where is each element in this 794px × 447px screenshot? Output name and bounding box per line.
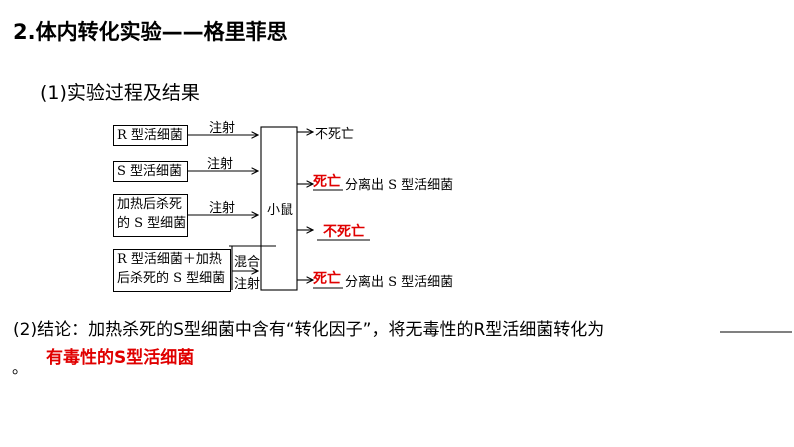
answer-blank-2: 死亡 [313, 174, 341, 190]
arrow-label: 注射 [209, 201, 236, 216]
box-r-live-bacteria: R 型活细菌 [113, 125, 188, 146]
box-label: 后杀死的 S 型细菌 [117, 271, 226, 286]
arrow-label: 注射 [207, 157, 234, 172]
conclusion-answer: 有毒性的S型活细菌 [46, 348, 195, 368]
mouse-box [260, 126, 298, 291]
result-text-4: 分离出 S 型活细菌 [345, 275, 454, 290]
box-r-plus-heat-killed-s: R 型活细菌＋加热 后杀死的 S 型细菌 [113, 249, 231, 292]
arrow-label: 混合 [234, 255, 261, 270]
answer-blank-4: 死亡 [313, 271, 341, 287]
box-label: S 型活细菌 [117, 164, 183, 179]
result-text-2: 分离出 S 型活细菌 [345, 178, 454, 193]
conclusion-end-mark: 。 [12, 358, 29, 377]
box-label: R 型活细菌＋加热 [117, 252, 222, 267]
box-label: 的 S 型细菌 [117, 216, 187, 231]
mouse-label: 小鼠 [267, 203, 294, 218]
section-heading: (1)实验过程及结果 [40, 82, 200, 104]
box-label: R 型活细菌 [117, 128, 183, 143]
box-heat-killed-s: 加热后杀死 的 S 型细菌 [113, 194, 188, 237]
box-label: 加热后杀死 [117, 197, 183, 212]
page-title: 2.体内转化实验——格里菲思 [13, 20, 288, 44]
arrow-label: 注射 [234, 277, 261, 292]
answer-blank-3: 不死亡 [323, 224, 365, 240]
box-s-live-bacteria: S 型活细菌 [113, 161, 188, 182]
conclusion-text: (2)结论：加热杀死的S型细菌中含有“转化因子”，将无毒性的R型活细菌转化为 [13, 320, 605, 340]
result-text-1: 不死亡 [315, 127, 355, 142]
arrow-label: 注射 [209, 121, 236, 136]
